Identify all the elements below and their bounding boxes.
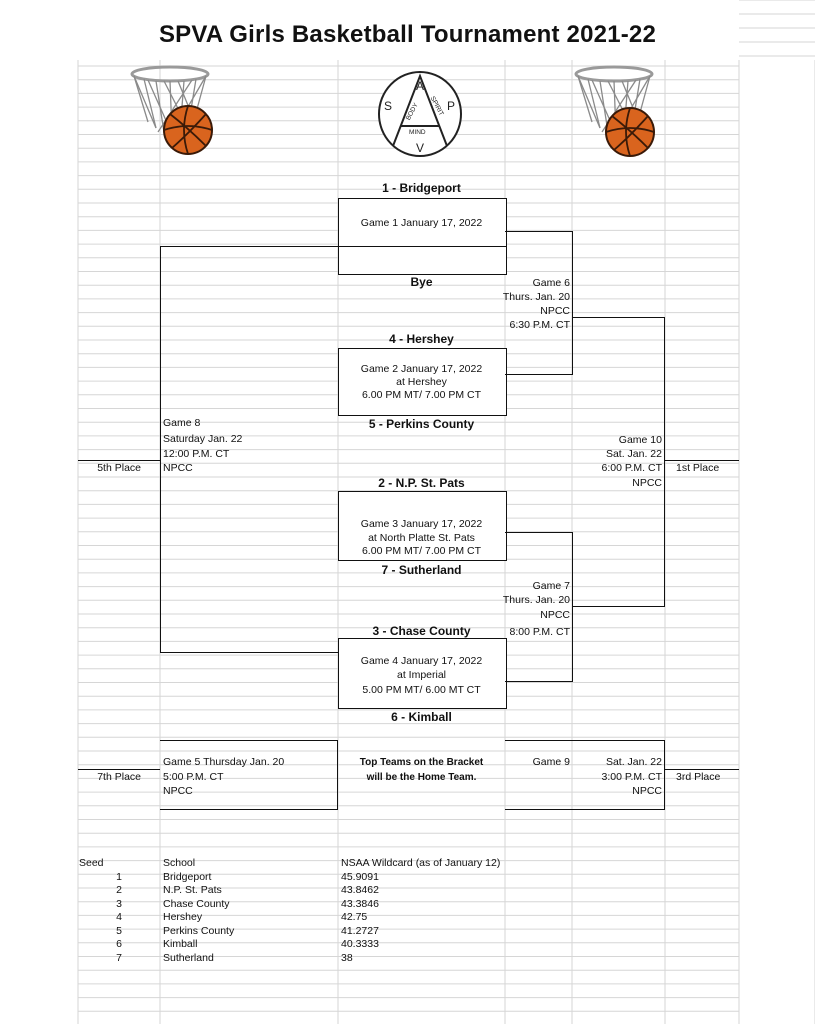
game5-title: Game 5 Thursday Jan. 20 (163, 756, 285, 768)
game4-title: Game 4 January 17, 2022 (360, 655, 483, 667)
game3-title: Game 3 January 17, 2022 (360, 518, 483, 530)
table-cell-seed: 3 (116, 898, 122, 910)
game10-title: Game 10 (618, 434, 662, 446)
table-cell-wildcard: 41.2727 (341, 925, 379, 937)
team-sutherland: 7 - Sutherland (381, 563, 462, 577)
game8-location: NPCC (163, 462, 193, 474)
svg-text:A: A (416, 79, 424, 93)
team-bridgeport: 1 - Bridgeport (382, 181, 461, 195)
game1-info: Game 1 January 17, 2022 (360, 217, 483, 229)
table-cell-wildcard: 45.9091 (341, 871, 379, 883)
game1-box (338, 198, 507, 275)
place-1st: 1st Place (676, 462, 720, 474)
table-cell-seed: 1 (116, 871, 122, 883)
game7-date: Thurs. Jan. 20 (502, 594, 570, 606)
table-cell-wildcard: 38 (341, 952, 353, 964)
table-cell-seed: 5 (116, 925, 122, 937)
team-perkins-county: 5 - Perkins County (368, 417, 475, 431)
team-np-st-pats: 2 - N.P. St. Pats (378, 476, 465, 490)
game10-time: 6:00 P.M. CT (601, 462, 663, 474)
game10-date: Sat. Jan. 22 (605, 448, 662, 460)
game6-time: 6:30 P.M. CT (509, 319, 571, 331)
table-cell-school: Sutherland (163, 952, 214, 964)
team-bye: Bye (410, 275, 433, 289)
basketball-hoop-icon (130, 65, 213, 155)
home-team-note-line1: Top Teams on the Bracket (359, 757, 484, 768)
game8-time: 12:00 P.M. CT (163, 448, 230, 460)
table-cell-school: N.P. St. Pats (163, 884, 222, 896)
game9-location: NPCC (632, 785, 662, 797)
game5-location: NPCC (163, 785, 193, 797)
game7-location: NPCC (540, 609, 570, 621)
svg-text:V: V (416, 141, 424, 155)
school-header: School (163, 857, 196, 869)
game4-location: at Imperial (396, 669, 447, 681)
game3-time: 6.00 PM MT/ 7.00 PM CT (361, 545, 482, 557)
svg-text:MIND: MIND (409, 129, 426, 136)
table-cell-wildcard: 42.75 (341, 911, 368, 923)
basketball-hoop-icon (574, 65, 655, 157)
game7-time: 8:00 P.M. CT (509, 626, 571, 638)
game2-title: Game 2 January 17, 2022 (360, 363, 483, 375)
game3-location: at North Platte St. Pats (368, 532, 475, 544)
game10-location: NPCC (632, 477, 662, 489)
table-cell-school: Bridgeport (163, 871, 212, 883)
home-team-note-line2: will be the Home Team. (366, 772, 477, 783)
svg-text:P: P (447, 99, 455, 113)
table-cell-seed: 6 (116, 938, 122, 950)
place-3rd: 3rd Place (676, 771, 721, 783)
game3-box (338, 491, 507, 561)
place-5th: 5th Place (97, 462, 141, 474)
game8-title: Game 8 (163, 417, 201, 429)
table-cell-wildcard: 40.3333 (341, 938, 379, 950)
table-cell-school: Hershey (163, 911, 203, 923)
game6-title: Game 6 (532, 277, 570, 289)
game2-location: at Hershey (396, 376, 447, 388)
game6-date: Thurs. Jan. 20 (502, 291, 570, 303)
team-kimball: 6 - Kimball (391, 710, 452, 724)
spva-logo: S P A V BODY SPIRIT MIND (378, 71, 462, 157)
table-cell-school: Perkins County (163, 925, 235, 937)
page-title: SPVA Girls Basketball Tournament 2021-22 (158, 21, 657, 48)
game4-time: 5.00 PM MT/ 6.00 MT CT (362, 684, 481, 696)
table-cell-school: Chase County (163, 898, 230, 910)
game5-time: 5:00 P.M. CT (163, 771, 224, 783)
game4-box (338, 638, 507, 709)
team-chase-county: 3 - Chase County (372, 624, 471, 638)
game2-box (338, 348, 507, 416)
game2-time: 6.00 PM MT/ 7.00 PM CT (361, 389, 482, 401)
game6-location: NPCC (540, 305, 570, 317)
table-cell-wildcard: 43.8462 (341, 884, 379, 896)
place-7th: 7th Place (97, 771, 141, 783)
wildcard-header: NSAA Wildcard (as of January 12) (341, 857, 501, 869)
table-cell-seed: 7 (116, 952, 122, 964)
table-cell-wildcard: 43.3846 (341, 898, 379, 910)
game8-date: Saturday Jan. 22 (163, 433, 243, 445)
table-cell-seed: 4 (116, 911, 122, 923)
svg-text:S: S (384, 99, 392, 113)
game9-date: Sat. Jan. 22 (605, 756, 662, 768)
game7-title: Game 7 (532, 580, 570, 592)
table-cell-seed: 2 (116, 884, 122, 896)
game9-title: Game 9 (532, 756, 570, 768)
game9-time: 3:00 P.M. CT (601, 771, 663, 783)
seed-header: Seed (79, 857, 104, 869)
team-hershey: 4 - Hershey (389, 332, 454, 346)
table-cell-school: Kimball (163, 938, 198, 950)
